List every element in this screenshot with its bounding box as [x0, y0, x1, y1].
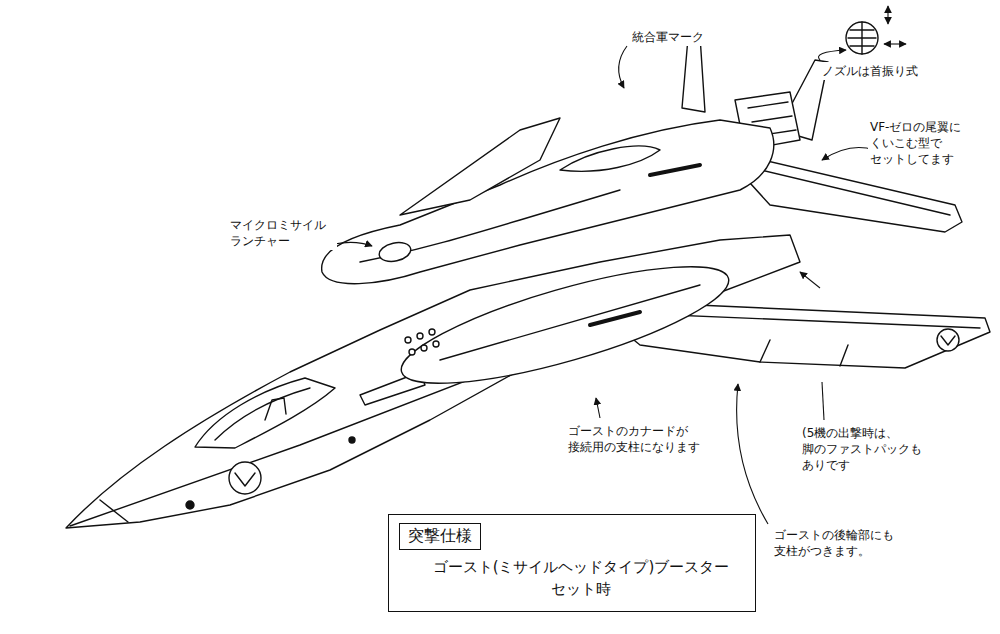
- leader-line: [334, 242, 372, 246]
- leader-line: [822, 148, 874, 160]
- booster-sensor: [560, 146, 660, 171]
- booster-slot: [650, 165, 700, 175]
- marking-dot: [186, 501, 194, 509]
- leader-line: [596, 398, 600, 418]
- booster-front-wing: [400, 118, 560, 215]
- fuselage-roundel: [229, 462, 261, 494]
- annotation-note: 統合軍マーク: [630, 28, 706, 46]
- booster-fin: [682, 36, 705, 112]
- line-art: [66, 22, 990, 528]
- wing-hinge-line: [760, 340, 848, 366]
- booster-wing-line: [740, 165, 950, 215]
- leader-line: [800, 272, 820, 288]
- annotation-note: VF-ゼロの尾翼に くいこむ型で セットしてます: [868, 118, 996, 169]
- annotation-note: ゴーストの後輪部にも 支柱がつきます。: [772, 526, 910, 560]
- wing-roundel: [937, 329, 959, 351]
- roundel-chevron: [235, 473, 255, 486]
- motion-arrow: [884, 43, 906, 44]
- pod-slot: [590, 312, 640, 325]
- missile-ports: [405, 329, 439, 355]
- fuselage: [66, 235, 800, 528]
- roundel-chevron: [941, 336, 955, 345]
- leader-line: [822, 382, 824, 420]
- annotation-note: ノズルは首振り式: [820, 62, 920, 80]
- annotation-note: ゴーストのカナードが 接続用の支柱になります: [566, 422, 710, 456]
- leader-line: [619, 46, 627, 88]
- booster-nose-mark: [377, 240, 412, 264]
- annotation-note: (5機の出撃時は、 脚のファストパックも ありです: [800, 424, 938, 475]
- leader-line: [818, 50, 846, 60]
- nozzle-detail: [846, 22, 878, 54]
- booster-pod: [392, 244, 739, 407]
- pilot-sketch: [265, 398, 286, 420]
- leader-line: [737, 384, 768, 524]
- canopy-frame: [215, 388, 310, 440]
- spec-heading: 突撃仕様: [399, 523, 481, 550]
- nozzle-detail-lines: [848, 22, 876, 54]
- canopy: [195, 378, 335, 448]
- motion-arrow: [887, 6, 888, 24]
- spec-title: ゴースト(ミサイルヘッドタイプ)ブースター セット時: [425, 556, 737, 601]
- fuselage-line: [70, 360, 520, 526]
- pod-line: [440, 285, 700, 360]
- nose-cone-line: [100, 500, 128, 522]
- spec-box: 突撃仕様ゴースト(ミサイルヘッドタイプ)ブースター セット時: [388, 514, 756, 612]
- marking-dot: [349, 437, 355, 443]
- annotation-note: マイクロミサイル ランチャー: [228, 216, 337, 250]
